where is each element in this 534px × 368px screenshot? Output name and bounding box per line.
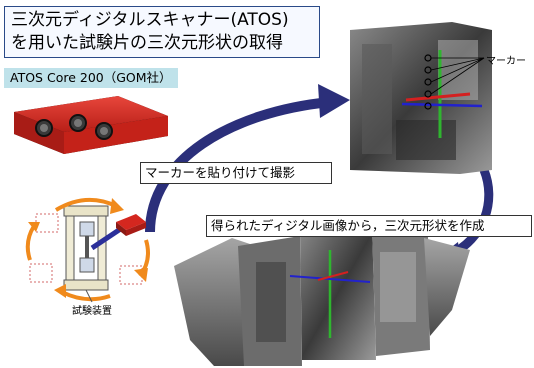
atos-scanner-image <box>14 96 168 154</box>
title-line-2: を用いた試験片の三次元形状の取得 <box>11 33 283 53</box>
digital-callout: 得られたディジタル画像から，三次元形状を作成 <box>206 215 532 237</box>
test-apparatus-diagram <box>25 197 150 303</box>
reconstructed-3d-panels <box>174 226 470 366</box>
scan-photo-with-markers <box>350 22 492 174</box>
marker-label: マーカー <box>486 56 526 67</box>
marker-pointer-lines <box>430 57 485 95</box>
device-label: ATOS Core 200（GOM社） <box>4 68 178 88</box>
title-box: 三次元ディジタルスキャナー(ATOS) を用いた試験片の三次元形状の取得 <box>4 6 320 58</box>
title-line-1: 三次元ディジタルスキャナー(ATOS) <box>11 10 289 30</box>
specimen-label: 試験装置 <box>72 306 112 317</box>
marker-callout: マーカーを貼り付けて撮影 <box>140 162 332 184</box>
